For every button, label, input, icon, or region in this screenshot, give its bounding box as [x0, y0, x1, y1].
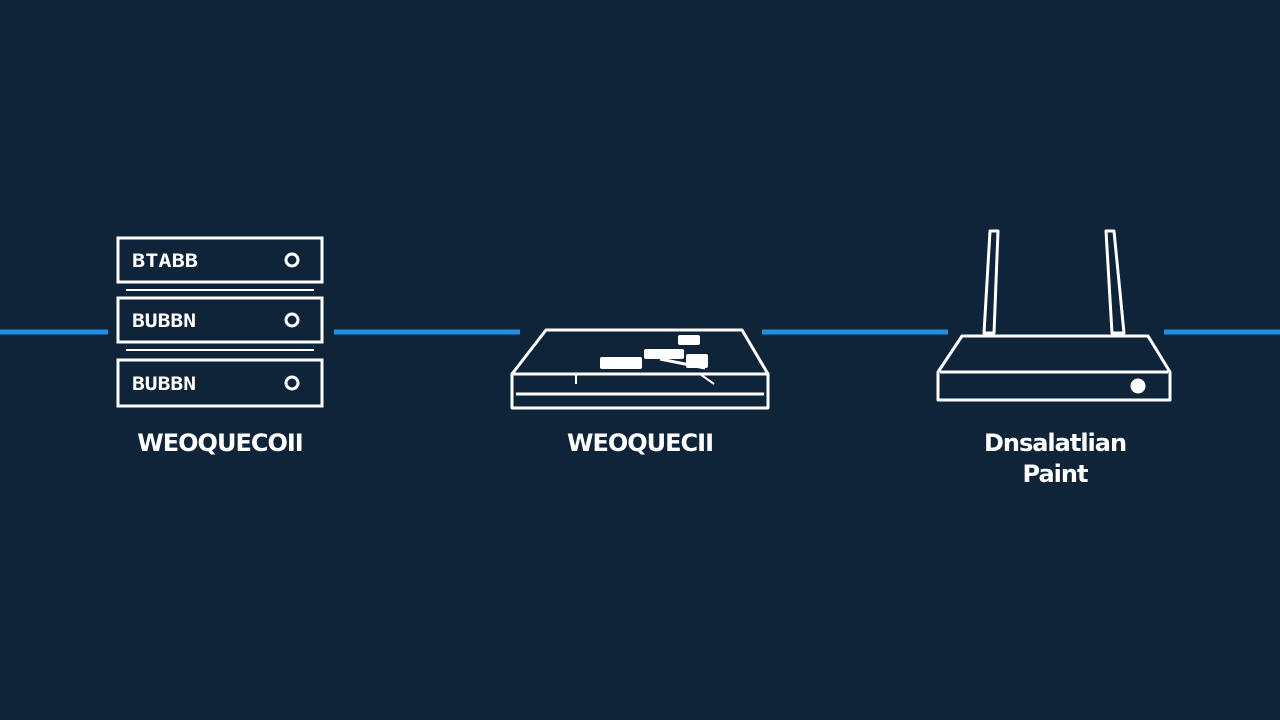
switch-front-panel [510, 372, 770, 410]
server-unit-2-label: BUBBN [132, 310, 196, 332]
server-unit-1-label: BTABB [132, 250, 198, 272]
switch-label: WEOQUECII [566, 429, 714, 457]
wifi-router-icon [936, 229, 1172, 402]
switch-connector [600, 357, 642, 369]
server-unit-2 [116, 296, 324, 344]
network-switch-icon [510, 328, 770, 410]
switch-cable-icon [600, 335, 708, 370]
switch-connector [644, 349, 684, 359]
server-led-icon [284, 252, 300, 268]
router-label: Dnsalatlian Paint [930, 428, 1180, 490]
router-label-line-1: Dnsalatlian [983, 429, 1127, 457]
switch-connector [678, 335, 700, 345]
server-unit-3-label: BUBBN [132, 373, 196, 395]
server-unit-1 [116, 236, 324, 284]
server-rack-icon [116, 236, 324, 408]
switch-cable [659, 357, 706, 370]
router-antenna-right [1104, 229, 1126, 335]
router-body [936, 334, 1172, 402]
router-antenna-left [982, 229, 1000, 335]
router-led-icon [1130, 378, 1146, 394]
server-unit-3 [116, 358, 324, 408]
switch-port-strip [699, 373, 715, 385]
router-label-line-2: Paint [1022, 460, 1089, 488]
server-led-icon [284, 312, 300, 328]
server-label: WEOQUECOII [137, 429, 303, 457]
server-led-icon [284, 375, 300, 391]
